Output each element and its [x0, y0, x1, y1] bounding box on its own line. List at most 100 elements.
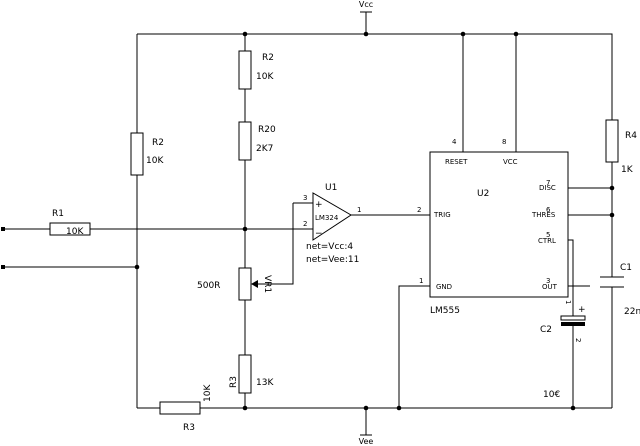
pin-number: 1 [564, 300, 572, 304]
resistor-body [605, 119, 619, 163]
resistor-ref: R2 [152, 138, 164, 148]
resistor-body [238, 354, 252, 394]
ctrl-wire [568, 239, 574, 316]
resistor-value: 10K [66, 227, 84, 237]
opamp-ref: U1 [325, 183, 337, 193]
capacitor-plate-negative [561, 322, 585, 326]
pin-number: 4 [452, 138, 457, 146]
opamp-part-number: LM324 [315, 214, 339, 222]
resistor-ref: R2 [262, 53, 274, 63]
capacitor-value: 22n [624, 307, 640, 317]
opamp-minus-sign: − [315, 229, 323, 239]
pin-label-thres: THRES [531, 211, 556, 219]
capacitor-c1[interactable]: C1 22n [600, 263, 640, 317]
resistor-body [238, 50, 252, 90]
capacitor-value: 10€ [543, 390, 560, 400]
capacitor-plate-positive [560, 315, 586, 321]
vcc-rail [137, 33, 613, 120]
potentiometer-value: 500R [197, 281, 220, 291]
vcc-label: Vcc [359, 0, 373, 9]
pin-number: 2 [417, 206, 421, 214]
resistor-r2-left[interactable]: R2 10K [130, 132, 164, 176]
resistor-r4[interactable]: R4 1K [605, 119, 637, 175]
resistor-ref: R4 [625, 131, 637, 141]
resistor-value: 1K [621, 165, 634, 175]
pin-number: 3 [303, 194, 307, 202]
opamp-triangle [312, 192, 352, 241]
resistor-ref: R20 [258, 125, 276, 135]
pin-number: 7 [546, 179, 550, 187]
resistor-body [238, 121, 252, 161]
resistor-r1[interactable]: R1 10K [49, 209, 91, 237]
junction-dot [242, 31, 248, 37]
junctions [134, 31, 615, 411]
resistor-body [49, 222, 91, 236]
potentiometer-ref: VR1 [262, 275, 272, 293]
potentiometer-vr1[interactable]: 500R VR1 [197, 267, 272, 301]
pin-number: 3 [546, 277, 550, 285]
ic-part-number: LM555 [430, 306, 460, 316]
pin-label-trig: TRIG [433, 211, 451, 219]
pin-label-reset: RESET [445, 158, 468, 166]
input1-terminal[interactable] [1, 227, 5, 231]
pin-number: 6 [546, 206, 551, 214]
resistor-r20[interactable]: R20 2K7 [238, 121, 276, 161]
opamp-net-vcc: net=Vcc:4 [306, 242, 353, 252]
pin-number: 8 [502, 138, 506, 146]
pin-label-out: OUT [542, 283, 558, 291]
pin-label-vcc: VCC [503, 158, 518, 166]
capacitor-ref: C2 [540, 325, 552, 335]
opamp-plus-sign: + [315, 200, 323, 210]
junction-dot [609, 185, 615, 191]
pin-number: 5 [546, 231, 550, 239]
resistor-value: 10K [256, 72, 274, 82]
pin-number: 1 [357, 206, 361, 214]
junction-dot [570, 405, 576, 411]
pin-label-ctrl: CTRL [538, 237, 556, 245]
junction-dot [513, 31, 519, 37]
resistor-value: 13K [256, 378, 274, 388]
input2-terminal[interactable] [1, 265, 5, 269]
resistor-r2-middle[interactable]: R2 10K [238, 50, 274, 90]
wiper-wire [256, 203, 294, 285]
ic-body [429, 151, 569, 298]
junction-dot [242, 226, 248, 232]
resistor-value: 10K [146, 156, 164, 166]
resistor-ref: R3 [229, 376, 239, 388]
resistor-ref: R3 [183, 423, 195, 433]
vee-power-symbol: Vee [359, 434, 374, 446]
capacitor-plus-sign: + [578, 305, 586, 315]
gnd-wire [398, 285, 430, 408]
opamp-u1[interactable]: + − LM324 U1 3 2 1 net=Vcc:4 net=Vee:11 [303, 183, 361, 265]
junction-dot [134, 264, 140, 270]
pin-number: 2 [574, 338, 582, 342]
potentiometer-body [238, 267, 252, 301]
resistor-value: 2K7 [256, 144, 273, 154]
resistor-ref: R1 [52, 209, 64, 219]
resistor-r3-middle[interactable]: 13K R3 [229, 354, 274, 394]
pin-number: 1 [419, 277, 423, 285]
resistor-body [130, 132, 144, 176]
resistor-r3-bottom[interactable]: R3 10K [159, 384, 213, 433]
vcc-power-symbol: Vcc [359, 0, 373, 13]
junction-dot [609, 212, 615, 218]
wiper-arrow-icon [251, 280, 258, 288]
junction-dot [363, 31, 369, 37]
junction-dot [242, 405, 248, 411]
capacitor-c2[interactable]: + C2 10€ 1 2 [540, 300, 586, 400]
resistor-value: 10K [203, 384, 213, 402]
wires [3, 12, 613, 435]
capacitor-ref: C1 [620, 263, 632, 273]
resistor-body [159, 401, 201, 415]
pin-label-gnd: GND [436, 283, 452, 291]
pin-label-disc: DISC [539, 184, 556, 192]
junction-dot [363, 405, 369, 411]
pin-number: 2 [303, 220, 307, 228]
opamp-net-vee: net=Vee:11 [306, 255, 359, 265]
vee-label: Vee [359, 437, 374, 446]
ic-ref: U2 [477, 189, 489, 199]
junction-dot [460, 31, 466, 37]
timer-ic-u2[interactable]: RESET VCC DISC TRIG THRES CTRL GND OUT U… [417, 138, 569, 316]
junction-dot [396, 405, 402, 411]
